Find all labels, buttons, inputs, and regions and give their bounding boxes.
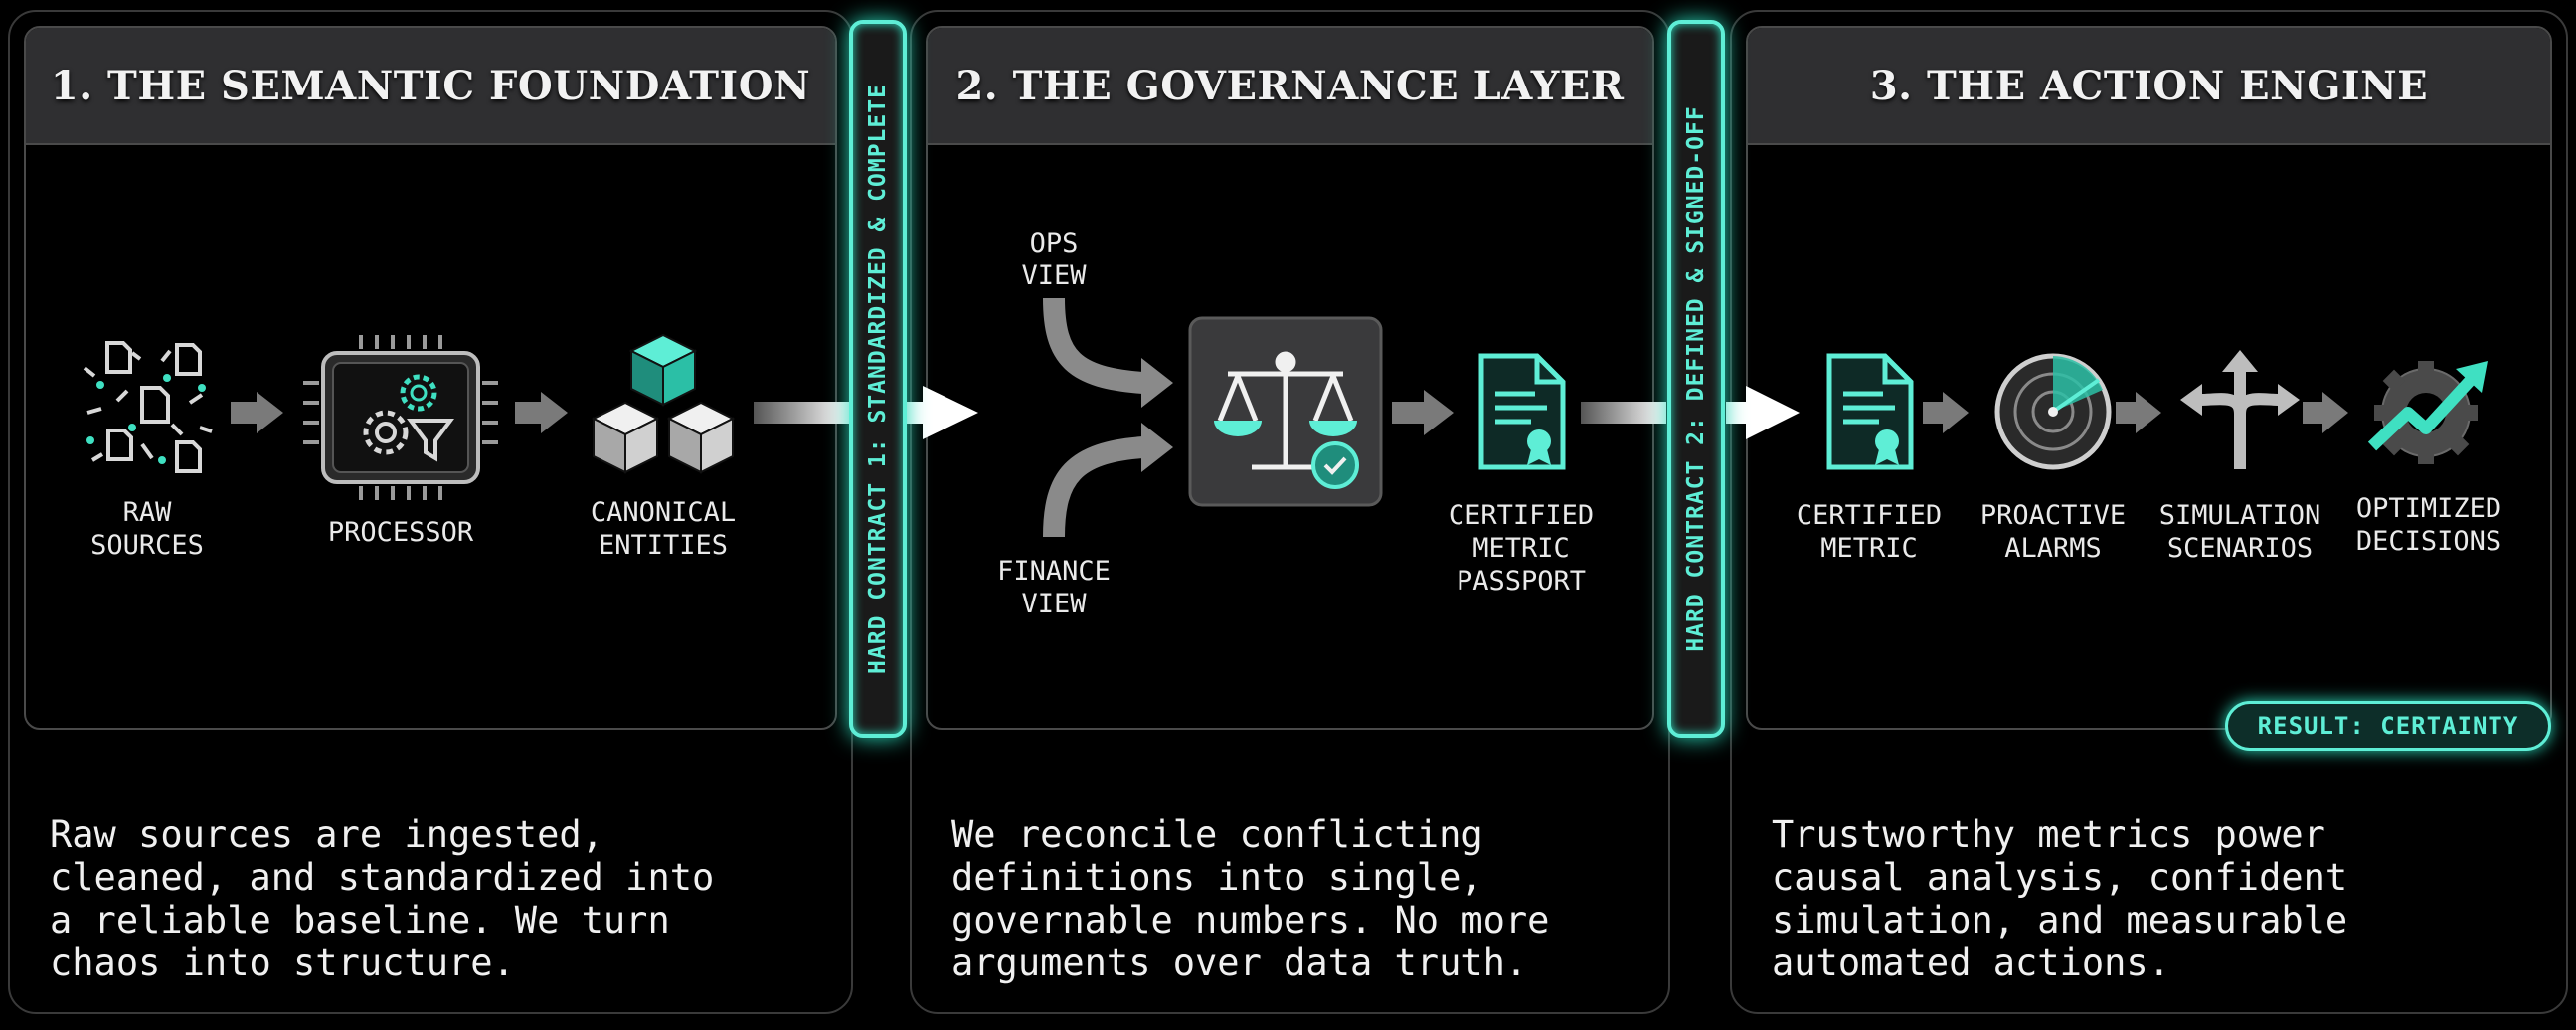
gear-trend-icon xyxy=(2367,361,2488,464)
section-description: Raw sources are ingested, cleaned, and s… xyxy=(50,813,715,984)
ops-view-node: OPS VIEW xyxy=(984,227,1123,292)
raw-sources-node: RAW SOURCES xyxy=(68,333,227,562)
proactive-alarms-node: PROACTIVE ALARMS xyxy=(1974,350,2133,565)
section-title: 2. THE GOVERNANCE LAYER xyxy=(955,62,1625,109)
arrow-icon xyxy=(1923,392,1969,433)
arrow-icon xyxy=(2116,392,2161,433)
contract-arrow-icon xyxy=(1581,386,1800,439)
processor-chip-icon xyxy=(303,335,498,500)
result-badge: RESULT: CERTAINTY xyxy=(2225,701,2551,751)
node-label: OPTIMIZED DECISIONS xyxy=(2355,493,2502,557)
node-label: PROCESSOR xyxy=(327,517,474,548)
arrow-icon xyxy=(515,392,568,433)
node-label: SIMULATION SCENARIOS xyxy=(2158,500,2321,564)
contract-label: HARD CONTRACT 2: DEFINED & SIGNED-OFF xyxy=(1683,105,1709,652)
cubes-icon xyxy=(591,333,736,474)
scattered-documents-icon xyxy=(83,341,213,473)
reconciliation-scale-node xyxy=(1188,316,1383,507)
arrow-icon xyxy=(2303,392,2348,433)
node-label: OPS VIEW xyxy=(1021,228,1087,291)
arrow-icon xyxy=(1392,390,1454,435)
certified-document-icon xyxy=(1478,353,1566,470)
semantic-foundation-panel: 1. THE SEMANTIC FOUNDATION Raw sources a… xyxy=(8,10,853,1014)
optimized-decisions-node: OPTIMIZED DECISIONS xyxy=(2344,343,2513,558)
section-title: 3. THE ACTION ENGINE xyxy=(1869,62,2429,109)
node-label: FINANCE VIEW xyxy=(997,556,1111,619)
arrow-head-icon xyxy=(1141,423,1173,472)
branching-arrows-icon xyxy=(2180,350,2300,469)
node-label: CANONICAL ENTITIES xyxy=(590,497,737,561)
finance-curved-arrow-icon xyxy=(1043,436,1144,538)
finance-view-node: FINANCE VIEW xyxy=(979,555,1128,620)
result-badge-label: RESULT: CERTAINTY xyxy=(2257,712,2519,740)
node-label: PROACTIVE ALARMS xyxy=(1979,500,2127,564)
balance-scale-icon xyxy=(1188,316,1383,507)
semantic-foundation-header: 1. THE SEMANTIC FOUNDATION xyxy=(26,28,835,145)
canonical-entities-node: CANONICAL ENTITIES xyxy=(579,333,748,562)
node-label: CERTIFIED METRIC xyxy=(1796,500,1943,564)
governance-layer-header: 2. THE GOVERNANCE LAYER xyxy=(928,28,1652,145)
certified-metric-node: CERTIFIED METRIC xyxy=(1790,350,1949,565)
arrow-head-icon xyxy=(1141,358,1173,408)
section-title: 1. THE SEMANTIC FOUNDATION xyxy=(50,62,811,109)
processor-node: PROCESSOR xyxy=(296,333,505,549)
node-label: CERTIFIED METRIC PASSPORT xyxy=(1448,500,1595,597)
contract-arrow-icon xyxy=(754,386,978,439)
section-description: We reconcile conflicting definitions int… xyxy=(951,813,1550,984)
node-label: RAW SOURCES xyxy=(90,497,204,561)
action-engine-header: 3. THE ACTION ENGINE xyxy=(1748,28,2550,145)
certified-document-icon xyxy=(1826,353,1914,470)
section-description: Trustworthy metrics power causal analysi… xyxy=(1772,813,2348,984)
semantic-foundation-diagram-area: 1. THE SEMANTIC FOUNDATION xyxy=(24,26,837,730)
ops-curved-arrow-icon xyxy=(1043,297,1144,394)
hard-contract-2-bar: HARD CONTRACT 2: DEFINED & SIGNED-OFF xyxy=(1667,20,1725,738)
radar-icon xyxy=(1994,353,2112,470)
governance-layer-panel: 2. THE GOVERNANCE LAYER We reconcile con… xyxy=(910,10,1670,1014)
certified-metric-passport-node: CERTIFIED METRIC PASSPORT xyxy=(1432,350,1611,598)
contract-label: HARD CONTRACT 1: STANDARDIZED & COMPLETE xyxy=(865,84,891,674)
hard-contract-1-bar: HARD CONTRACT 1: STANDARDIZED & COMPLETE xyxy=(849,20,907,738)
arrow-icon xyxy=(231,392,283,433)
simulation-scenarios-node: SIMULATION SCENARIOS xyxy=(2155,350,2324,565)
